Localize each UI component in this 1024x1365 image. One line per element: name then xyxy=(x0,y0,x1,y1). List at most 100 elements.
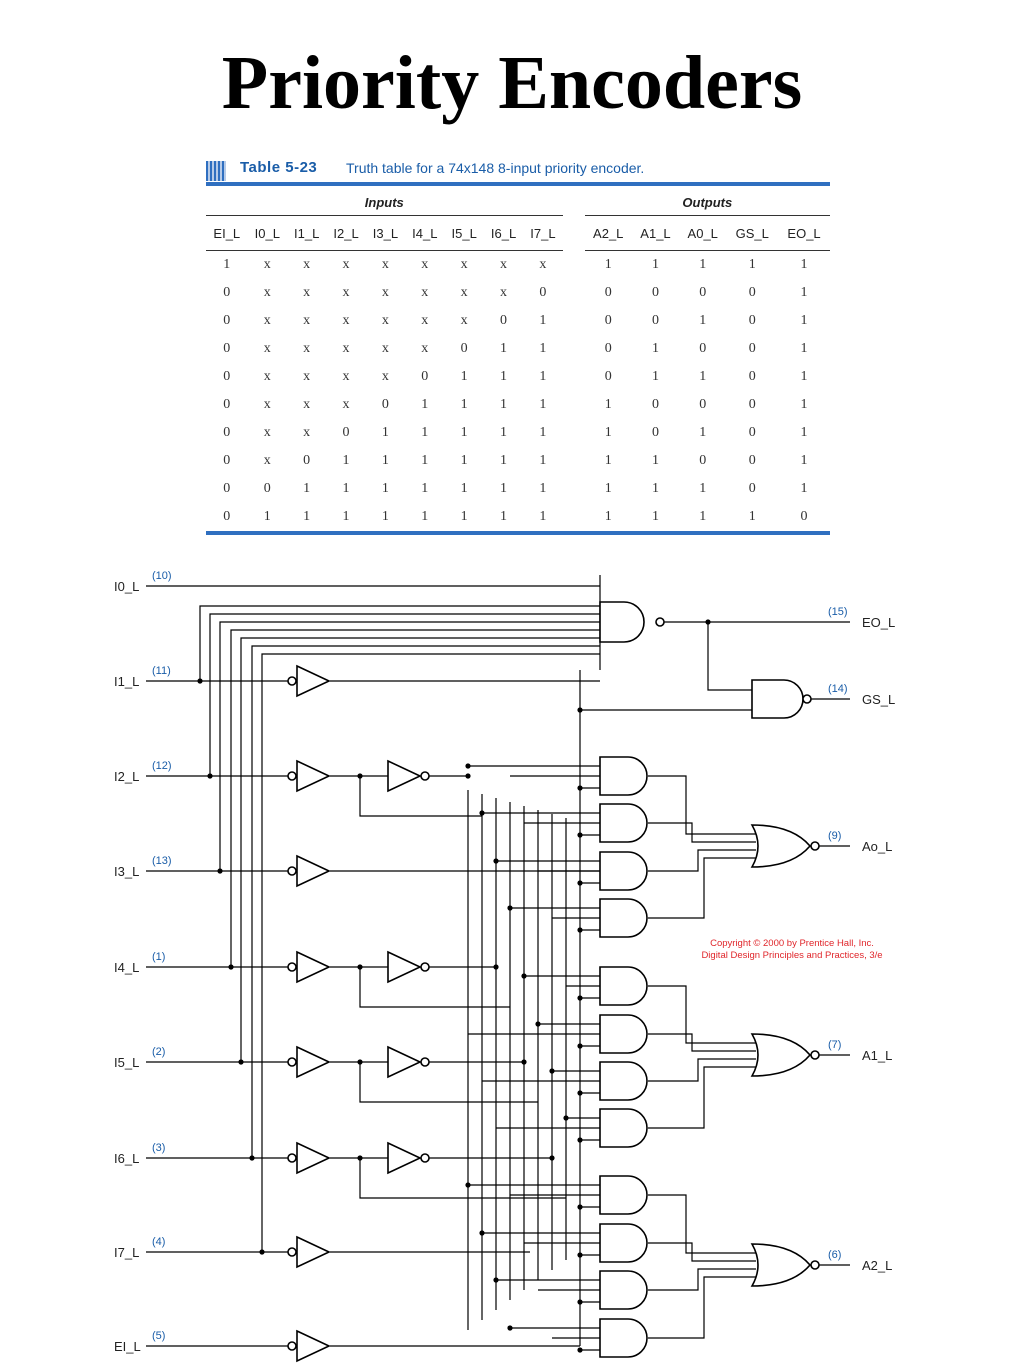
input-cell: 0 xyxy=(500,313,508,328)
column-gap xyxy=(563,503,585,531)
input-cell: x xyxy=(342,397,350,412)
junction-dot xyxy=(197,678,203,684)
inverter-bubble xyxy=(287,1247,297,1257)
output-cell: 0 xyxy=(699,285,707,300)
output-cell: 1 xyxy=(800,481,808,496)
output-pin-number: (9) xyxy=(828,830,841,842)
column-gap xyxy=(563,216,585,251)
input-label: I5_L xyxy=(114,1055,139,1070)
junction-dot xyxy=(493,964,499,970)
inverter-gate xyxy=(387,950,422,984)
output-label: GS_L xyxy=(862,692,895,707)
junction-dot xyxy=(507,1325,513,1331)
input-cell: x xyxy=(263,257,271,272)
copyright-note: Copyright © 2000 by Prentice Hall, Inc. … xyxy=(684,938,900,962)
input-cell: 1 xyxy=(421,509,429,524)
input-cell: 1 xyxy=(460,397,468,412)
input-cell: 1 xyxy=(381,509,389,524)
inverter-bubble xyxy=(287,1057,297,1067)
output-cell: 1 xyxy=(800,341,808,356)
wire xyxy=(219,621,600,871)
junction-dot xyxy=(577,785,583,791)
output-cell: 0 xyxy=(748,285,756,300)
output-cell: 1 xyxy=(604,425,612,440)
input-cell: 1 xyxy=(421,453,429,468)
junction-dot xyxy=(228,964,234,970)
copyright-line-2: Digital Design Principles and Practices,… xyxy=(701,950,883,961)
input-cell: x xyxy=(381,341,389,356)
input-label: I1_L xyxy=(114,674,139,689)
output-cell: 0 xyxy=(699,341,707,356)
input-cell: 1 xyxy=(539,453,547,468)
output-cell: 1 xyxy=(651,481,659,496)
input-cell: 0 xyxy=(223,285,231,300)
outputs-group-label: Outputs xyxy=(584,189,830,216)
input-label: I7_L xyxy=(114,1245,139,1260)
nor-gate xyxy=(750,824,812,868)
junction-dot xyxy=(465,1182,471,1188)
inverter-bubble xyxy=(420,1153,430,1163)
input-cell: 0 xyxy=(303,453,311,468)
input-cell: x xyxy=(303,257,311,272)
output-cell: 0 xyxy=(699,453,707,468)
gs-nand-bubble xyxy=(802,694,812,704)
input-cell: x xyxy=(500,257,508,272)
output-label: EO_L xyxy=(862,615,895,630)
table-caption: Table 5-23 Truth table for a 74x148 8-in… xyxy=(206,157,830,183)
and-gate xyxy=(599,1175,648,1215)
output-cell: 0 xyxy=(651,397,659,412)
junction-dot xyxy=(577,1090,583,1096)
input-cell: 1 xyxy=(421,481,429,496)
input-cell: x xyxy=(303,397,311,412)
junction-dot xyxy=(549,1068,555,1074)
input-label: I4_L xyxy=(114,960,139,975)
wire xyxy=(648,1276,756,1339)
nor-gate xyxy=(750,1243,812,1287)
table-bottom-rule xyxy=(206,531,830,535)
output-column-header: EO_L xyxy=(778,215,830,251)
output-pin-number: (14) xyxy=(828,683,848,695)
input-cell: 0 xyxy=(539,285,547,300)
junction-dot xyxy=(259,1249,265,1255)
junction-dot xyxy=(577,1043,583,1049)
wire xyxy=(648,1058,756,1082)
input-cell: x xyxy=(263,313,271,328)
input-cell: 1 xyxy=(539,425,547,440)
input-cell: x xyxy=(381,313,389,328)
input-cell: 1 xyxy=(539,397,547,412)
inverter-bubble xyxy=(287,866,297,876)
input-pin-number: (12) xyxy=(152,760,172,772)
and-gate xyxy=(599,1014,648,1054)
input-cell: x xyxy=(539,257,547,272)
input-cell: x xyxy=(342,369,350,384)
output-cell: 1 xyxy=(604,481,612,496)
column-gap xyxy=(563,189,585,216)
nor-bubble xyxy=(810,1260,820,1270)
input-cell: x xyxy=(342,285,350,300)
column-gap xyxy=(563,251,585,280)
output-cell: 1 xyxy=(800,369,808,384)
input-pin-number: (3) xyxy=(152,1142,165,1154)
table-number: Table 5-23 xyxy=(240,159,318,176)
input-cell: x xyxy=(460,257,468,272)
junction-dot xyxy=(357,1155,363,1161)
junction-dot xyxy=(521,1059,527,1065)
output-cell: 0 xyxy=(604,369,612,384)
input-cell: 0 xyxy=(223,313,231,328)
junction-dot xyxy=(563,1115,569,1121)
input-cell: x xyxy=(303,369,311,384)
output-cell: 0 xyxy=(604,341,612,356)
output-cell: 1 xyxy=(651,257,659,272)
column-gap xyxy=(563,447,585,475)
input-pin-number: (10) xyxy=(152,570,172,582)
output-cell: 0 xyxy=(748,425,756,440)
input-column-header: I2_L xyxy=(326,215,366,251)
output-cell: 1 xyxy=(651,369,659,384)
input-label: I6_L xyxy=(114,1151,139,1166)
input-cell: 1 xyxy=(421,425,429,440)
output-cell: 1 xyxy=(748,509,756,524)
wire xyxy=(240,637,600,1062)
output-cell: 1 xyxy=(651,509,659,524)
